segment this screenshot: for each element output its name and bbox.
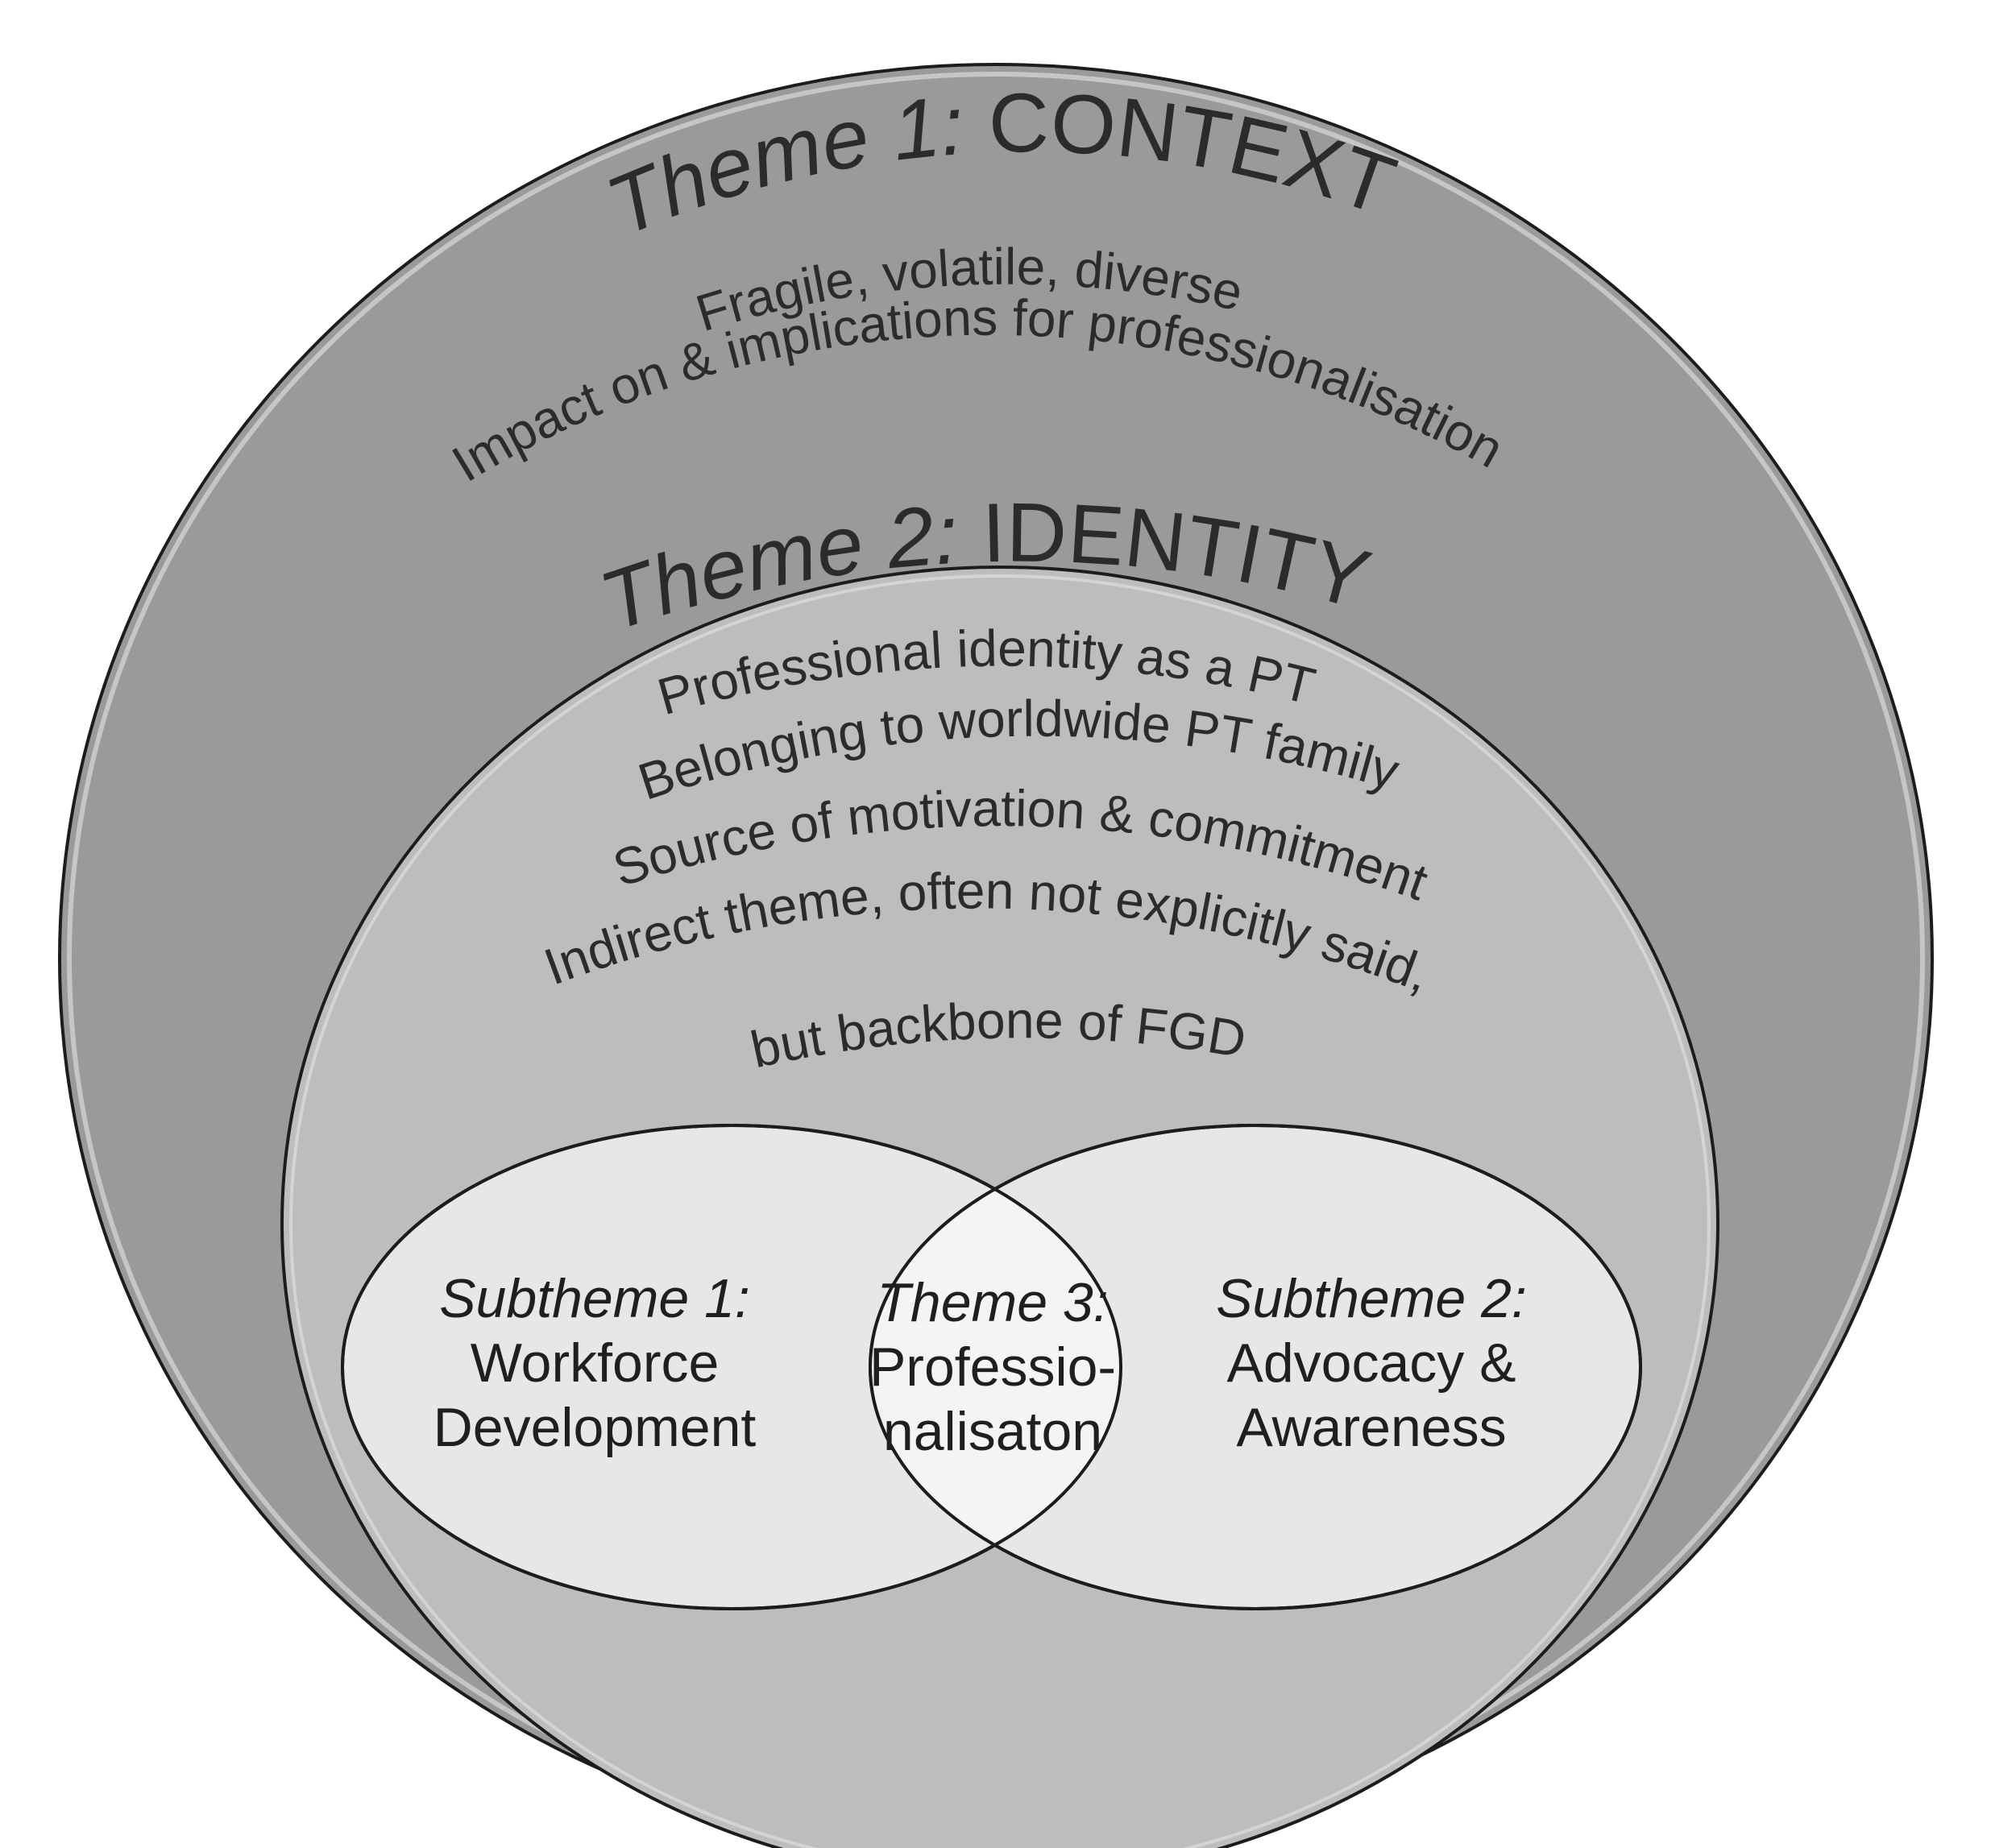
subtheme1-label: Subtheme 1: (439, 1268, 750, 1329)
subtheme2-label: Subtheme 2: (1216, 1268, 1527, 1329)
subtheme1-line-2: Development (433, 1397, 757, 1458)
subtheme2-ellipse-outline (869, 1124, 1642, 1610)
theme3-label: Theme 3: (877, 1272, 1108, 1333)
subtheme2-line-1: Advocacy & (1226, 1332, 1516, 1394)
theme3-line-2: nalisaton (883, 1401, 1102, 1462)
theme2-ellipse-highlight (289, 574, 1711, 1848)
subtheme1-line-1: Workforce (471, 1332, 720, 1394)
subtheme2-line-2: Awareness (1236, 1397, 1506, 1458)
theme3-intersection (870, 1125, 1121, 1609)
theme3-line-1: Professio- (869, 1336, 1116, 1398)
subtheme1-ellipse-outline (341, 1124, 1122, 1610)
